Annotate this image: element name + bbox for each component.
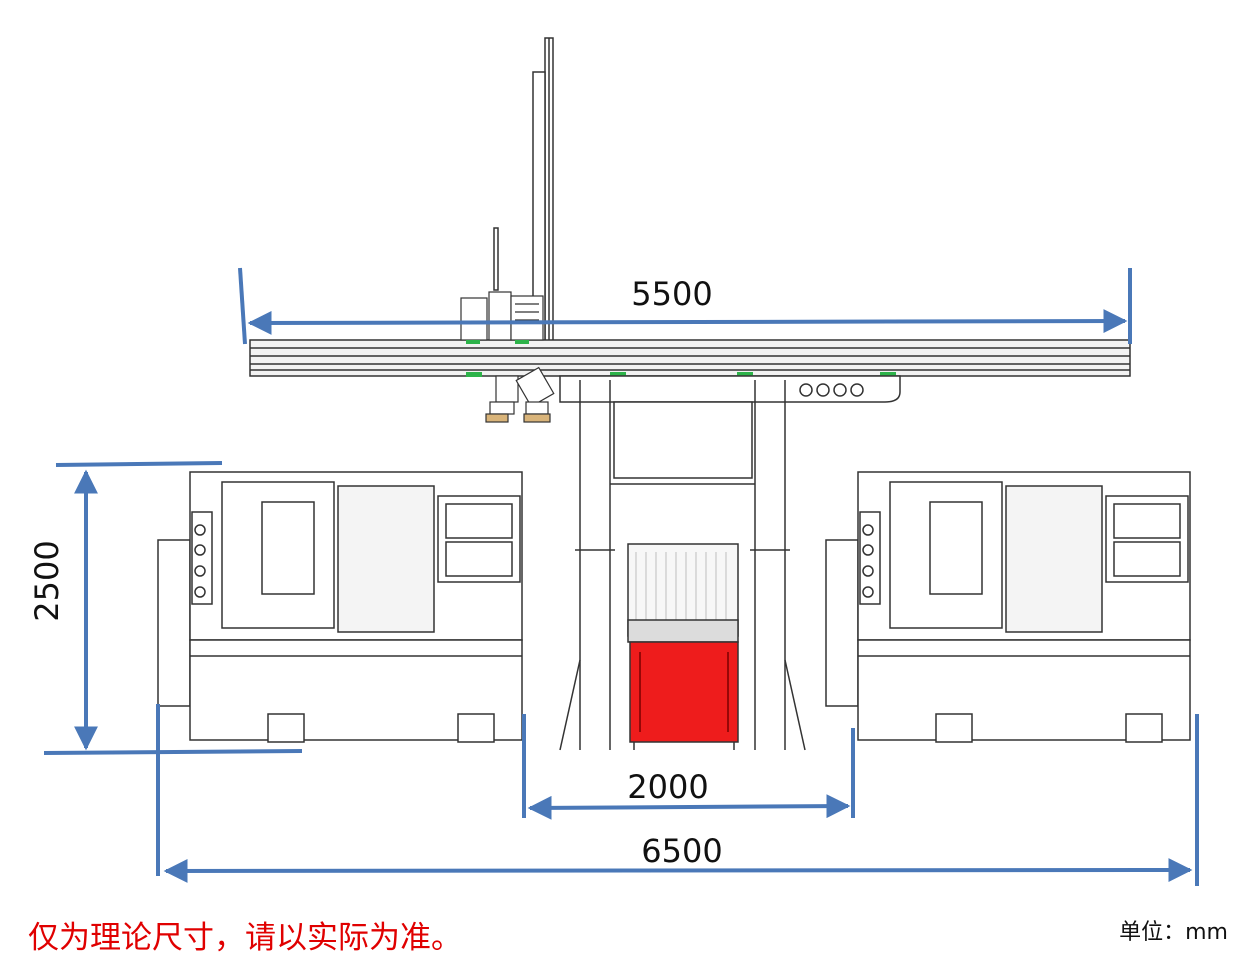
dimension-label-height: 2500 xyxy=(28,540,66,621)
robot-gripper xyxy=(485,366,555,423)
gantry-beam xyxy=(249,339,1131,377)
control-panel-screen xyxy=(613,401,753,479)
dimension-label-overall: 6500 xyxy=(641,832,722,870)
dimension-label-gap: 2000 xyxy=(627,768,708,806)
disclaimer-note: 仅为理论尺寸，请以实际为准。 xyxy=(28,920,462,956)
dimension-overall-width: 6500 xyxy=(156,704,1199,886)
red-cabinet xyxy=(629,641,739,750)
dimension-center-gap: 2000 xyxy=(522,714,855,820)
dimension-gantry-width: 5500 xyxy=(238,267,1132,345)
right-cnc-machine xyxy=(825,471,1191,743)
left-cnc-machine xyxy=(157,471,523,743)
dimension-machine-height: 2500 xyxy=(28,461,303,755)
storage-bin xyxy=(627,543,739,643)
dimension-label-gantry: 5500 xyxy=(631,275,712,313)
central-support-frame xyxy=(559,375,901,751)
grip-pads xyxy=(466,340,896,377)
unit-label: 单位：mm xyxy=(1119,920,1228,945)
robot-carriage xyxy=(460,291,544,341)
